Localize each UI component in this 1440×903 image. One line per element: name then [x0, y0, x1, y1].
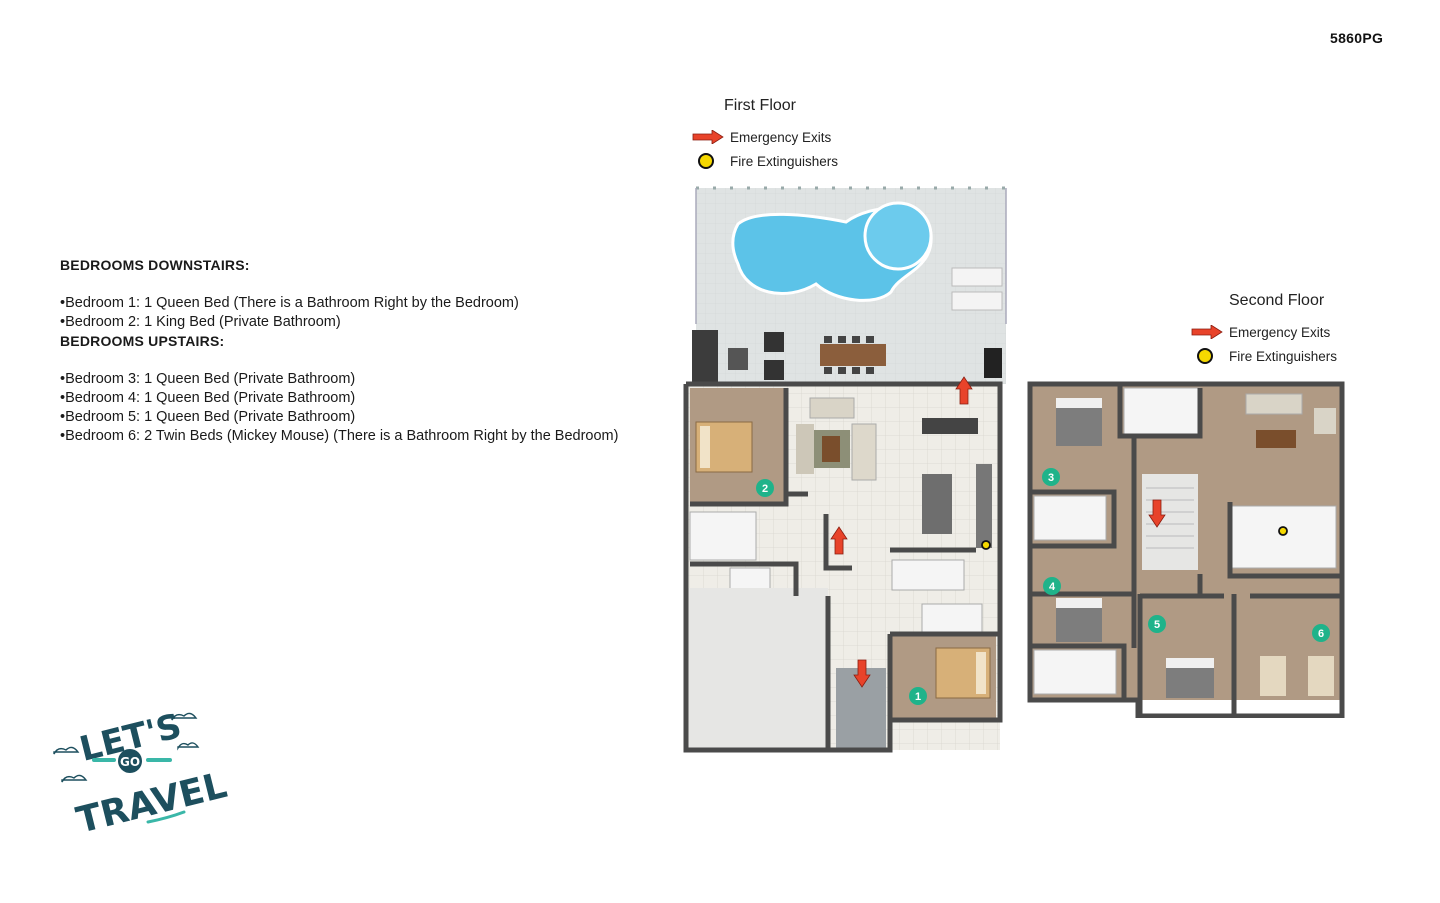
second-floor-plan: 3 4 5 6	[1027, 381, 1345, 718]
bedroom-marker-6: 6	[1312, 624, 1330, 642]
first-floor-plan: 2 1	[683, 186, 1007, 753]
bedroom-marker-3: 3	[1042, 468, 1060, 486]
svg-text:4: 4	[1049, 581, 1056, 593]
legend-exits: Emergency Exits	[692, 125, 838, 149]
upstairs-heading: BEDROOMS UPSTAIRS:	[60, 333, 225, 349]
legend-extinguishers: Fire Extinguishers	[1191, 344, 1337, 368]
spa	[863, 201, 933, 271]
bedroom-marker-1: 1	[909, 687, 927, 705]
extinguisher-icon	[1197, 348, 1213, 364]
property-code: 5860PG	[1330, 30, 1384, 46]
bedroom-info: BEDROOMS DOWNSTAIRS: Bedroom 1: 1 Queen …	[60, 256, 643, 446]
svg-text:5: 5	[1154, 619, 1160, 631]
lets-go-travel-logo: LET'S GO TRAVEL	[53, 706, 228, 840]
extinguisher-icon	[1278, 526, 1288, 536]
exit-arrow-icon	[692, 130, 724, 144]
downstairs-heading: BEDROOMS DOWNSTAIRS:	[60, 257, 250, 273]
first-floor-title: First Floor	[724, 97, 796, 114]
upstairs-list: Bedroom 3: 1 Queen Bed (Private Bathroom…	[60, 370, 643, 446]
legend-exits-label: Emergency Exits	[730, 129, 832, 145]
legend-extinguishers-label: Fire Extinguishers	[1229, 348, 1338, 364]
legend-extinguishers: Fire Extinguishers	[692, 149, 838, 173]
walls	[683, 381, 1003, 753]
first-floor-legend: First Floor Emergency Exits Fire Extingu…	[692, 97, 838, 173]
list-item: Bedroom 4: 1 Queen Bed (Private Bathroom…	[60, 389, 643, 408]
stairs	[1142, 474, 1198, 570]
legend-extinguishers-label: Fire Extinguishers	[730, 153, 839, 169]
garage	[686, 588, 828, 750]
svg-text:3: 3	[1048, 472, 1054, 484]
legend-exits-label: Emergency Exits	[1229, 324, 1331, 340]
bedroom-marker-4: 4	[1043, 577, 1061, 595]
exit-arrow-icon	[1191, 325, 1223, 339]
list-item: Bedroom 1: 1 Queen Bed (There is a Bathr…	[60, 294, 643, 313]
cloud-icon	[53, 712, 200, 783]
walls	[1027, 381, 1345, 718]
exit-arrow-icon	[1148, 499, 1166, 528]
kitchen-island	[922, 474, 952, 534]
downstairs-list: Bedroom 1: 1 Queen Bed (There is a Bathr…	[60, 294, 643, 332]
list-item: Bedroom 3: 1 Queen Bed (Private Bathroom…	[60, 370, 643, 389]
logo-go: GO	[120, 755, 140, 769]
extinguisher-icon	[981, 540, 991, 550]
list-item: Bedroom 6: 2 Twin Beds (Mickey Mouse) (T…	[60, 427, 643, 446]
bedroom-marker-2: 2	[756, 479, 774, 497]
logo-travel: TRAVEL	[73, 765, 228, 840]
svg-text:2: 2	[762, 483, 768, 495]
second-floor-legend: Second Floor Emergency Exits Fire Exting…	[1191, 292, 1337, 368]
exit-arrow-icon	[830, 376, 973, 688]
second-floor-title: Second Floor	[1229, 292, 1325, 309]
list-item: Bedroom 5: 1 Queen Bed (Private Bathroom…	[60, 408, 643, 427]
extinguisher-icon	[698, 153, 714, 169]
legend-exits: Emergency Exits	[1191, 320, 1337, 344]
bedroom-marker-5: 5	[1148, 615, 1166, 633]
outdoor-sofa	[692, 330, 718, 382]
svg-text:6: 6	[1318, 628, 1324, 640]
svg-text:1: 1	[915, 691, 921, 703]
list-item: Bedroom 2: 1 King Bed (Private Bathroom)	[60, 313, 643, 332]
dining-table	[820, 344, 886, 366]
